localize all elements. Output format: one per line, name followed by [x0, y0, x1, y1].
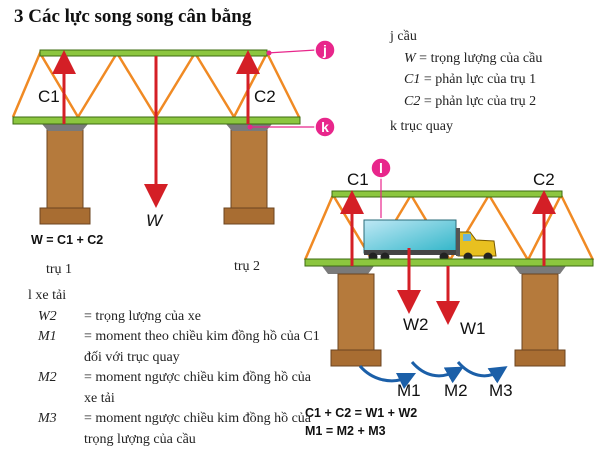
moment-arrow-M3: [456, 360, 508, 384]
left-pier-2: [223, 124, 275, 225]
svg-text:k: k: [321, 119, 329, 135]
label-left-C2: C2: [254, 87, 276, 106]
truck: [363, 219, 497, 262]
legend-item-W: W = trọng lượng của cầu: [404, 50, 543, 66]
label-left-W: W: [146, 211, 164, 230]
equation-right-2: M1 = M2 + M3: [305, 424, 386, 438]
right-pier-2: [514, 266, 566, 367]
label-M3: M3: [489, 381, 513, 400]
pier-label-2: trụ 2: [234, 259, 261, 274]
equation-left: W = C1 + C2: [31, 233, 104, 247]
label-right-C2: C2: [533, 170, 555, 189]
equation-right-1: C1 + C2 = W1 + W2: [305, 406, 418, 420]
left-pier-1: [39, 124, 91, 225]
right-bridge: l: [303, 157, 595, 390]
page-title: 3 Các lực song song cân bằng: [14, 6, 252, 27]
moment-arrow-M2: [410, 360, 464, 384]
legend-truck: l xe tải W2= trọng lượng của xe M1= mome…: [28, 286, 324, 450]
right-bottom-deck: [304, 258, 594, 267]
label-W2: W2: [403, 315, 429, 334]
svg-text:j: j: [322, 42, 327, 58]
right-pier-1: [322, 266, 382, 367]
legend-item-M2: M2= moment ngược chiều kim đồng hồ của x…: [38, 370, 312, 406]
svg-text:l: l: [379, 160, 383, 176]
badge-j: j: [314, 39, 336, 61]
moment-arrow-M1: [358, 364, 417, 390]
legend-item-M1: M1= moment theo chiều kim đồng hồ của C1…: [38, 329, 320, 365]
legend-j: j cầu: [390, 29, 417, 44]
left-top-deck: [39, 49, 268, 57]
legend-l: l xe tải: [28, 288, 67, 303]
badge-l: l: [370, 157, 392, 179]
right-top-deck: [331, 190, 563, 198]
left-bridge: [11, 49, 317, 225]
legend-item-M3: M3= moment ngược chiều kim đồng hồ của t…: [38, 411, 312, 447]
badge-k: k: [314, 116, 336, 138]
label-W1: W1: [460, 319, 486, 338]
label-M1: M1: [397, 381, 421, 400]
legend-bridge: j cầu W = trọng lượng của cầu C1 = phản …: [390, 26, 542, 138]
legend-k: k trục quay: [390, 119, 453, 134]
pier-label-1: trụ 1: [46, 262, 73, 277]
legend-item-C2: C2 = phản lực của trụ 2: [404, 93, 537, 109]
legend-item-C1: C1 = phản lực của trụ 1: [404, 72, 537, 87]
label-M2: M2: [444, 381, 468, 400]
label-right-C1: C1: [347, 170, 369, 189]
legend-item-W2: W2= trọng lượng của xe: [38, 308, 201, 324]
label-left-C1: C1: [38, 87, 60, 106]
